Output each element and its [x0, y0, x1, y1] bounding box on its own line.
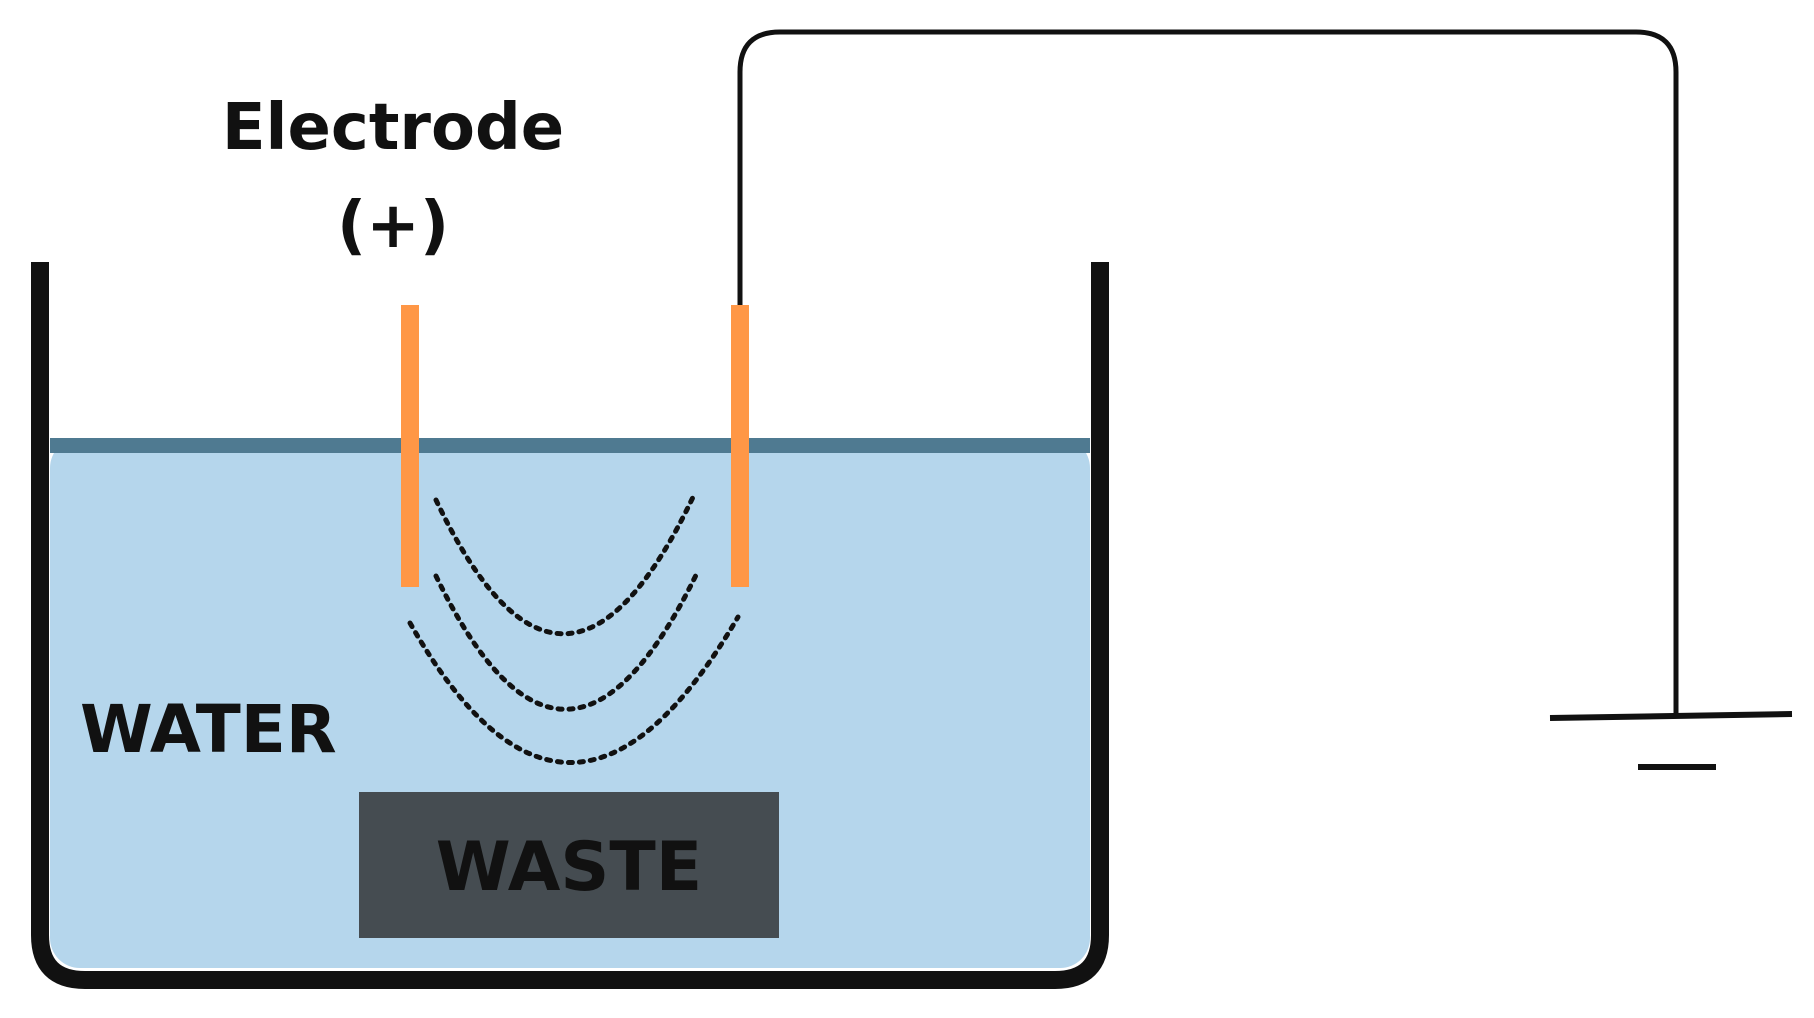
water-body — [50, 438, 1090, 968]
water-surface-line — [50, 438, 1090, 453]
field-line-3 — [407, 614, 741, 765]
ground-line-long — [1549, 711, 1793, 721]
water-label: WATER — [80, 691, 337, 768]
waste-label: WASTE — [436, 828, 702, 907]
electric-field-lines — [407, 492, 741, 765]
tank-outline — [31, 262, 1109, 989]
circuit-wire — [737, 29, 1679, 716]
waste-block — [359, 792, 779, 938]
ground-symbol-icon — [1549, 711, 1793, 770]
field-line-2 — [433, 568, 701, 712]
field-line-1 — [433, 492, 697, 637]
electrode-positive — [401, 305, 419, 587]
electrode-title-label: Electrode — [222, 91, 564, 165]
electrode-negative — [731, 305, 749, 587]
electrode-polarity-label: (+) — [337, 189, 449, 263]
